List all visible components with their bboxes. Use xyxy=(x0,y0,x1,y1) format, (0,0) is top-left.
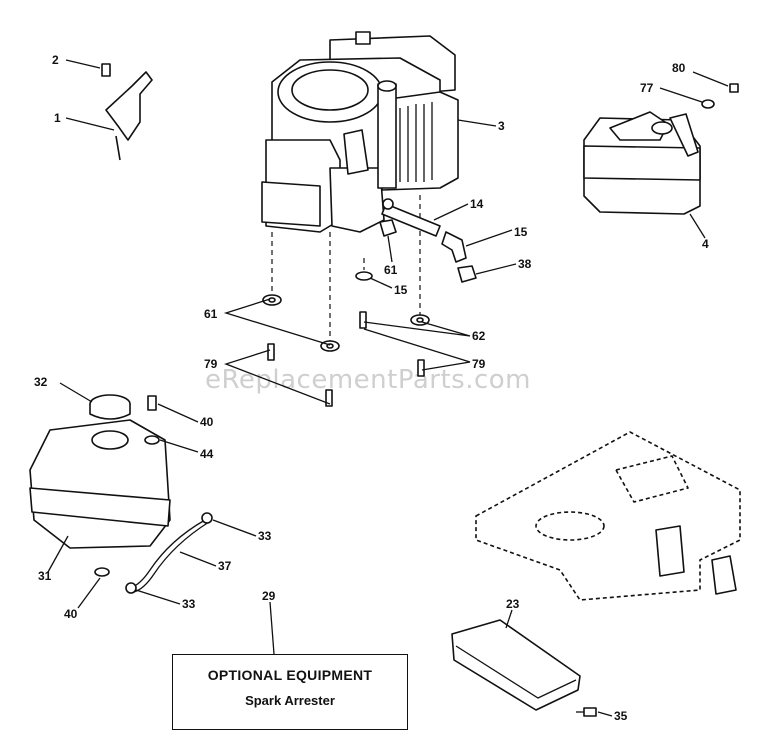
callout-33-upper: 33 xyxy=(258,529,272,543)
callout-4: 4 xyxy=(702,237,709,251)
spark-arrester xyxy=(451,619,597,717)
fuel-fittings xyxy=(379,198,477,283)
callout-46: 44 xyxy=(200,447,214,461)
callout-79-left: 79 xyxy=(204,357,218,371)
callout-29: 29 xyxy=(262,589,276,603)
callout-44: 40 xyxy=(200,415,214,429)
callout-32: 32 xyxy=(34,375,48,389)
muffler xyxy=(583,83,739,215)
callout-1: 1 xyxy=(54,111,61,125)
watermark: eReplacementParts.com xyxy=(205,365,531,395)
callout-labels: 2 1 3 80 77 4 14 15 38 61 15 61 62 79 79… xyxy=(34,53,709,723)
fuel-tank xyxy=(29,394,213,594)
callout-37: 37 xyxy=(218,559,232,573)
callout-77: 77 xyxy=(640,81,654,95)
leader-lines xyxy=(47,59,729,717)
callout-38: 38 xyxy=(518,257,532,271)
callout-40: 40 xyxy=(64,607,78,621)
callout-15-elbow: 15 xyxy=(514,225,528,239)
callout-23: 23 xyxy=(506,597,520,611)
frame-plate xyxy=(475,431,741,601)
callout-3: 3 xyxy=(498,119,505,133)
callout-15-washer: 15 xyxy=(394,283,408,297)
callout-35: 35 xyxy=(614,709,628,723)
optional-equipment-box: OPTIONAL EQUIPMENT Spark Arrester xyxy=(172,654,408,730)
engine xyxy=(261,31,459,233)
callout-31: 31 xyxy=(38,569,52,583)
callout-61: 61 xyxy=(384,263,398,277)
callout-14: 14 xyxy=(470,197,484,211)
optional-equipment-title: OPTIONAL EQUIPMENT xyxy=(207,667,373,683)
callout-79-right: 79 xyxy=(472,357,486,371)
callout-62-right: 62 xyxy=(472,329,486,343)
throttle-bracket xyxy=(101,63,153,161)
spark-arrester-label: Spark Arrester xyxy=(245,693,335,708)
callout-62-left: 61 xyxy=(204,307,218,321)
callout-2: 2 xyxy=(52,53,59,67)
callout-33-lower: 33 xyxy=(182,597,196,611)
callout-80: 80 xyxy=(672,61,686,75)
